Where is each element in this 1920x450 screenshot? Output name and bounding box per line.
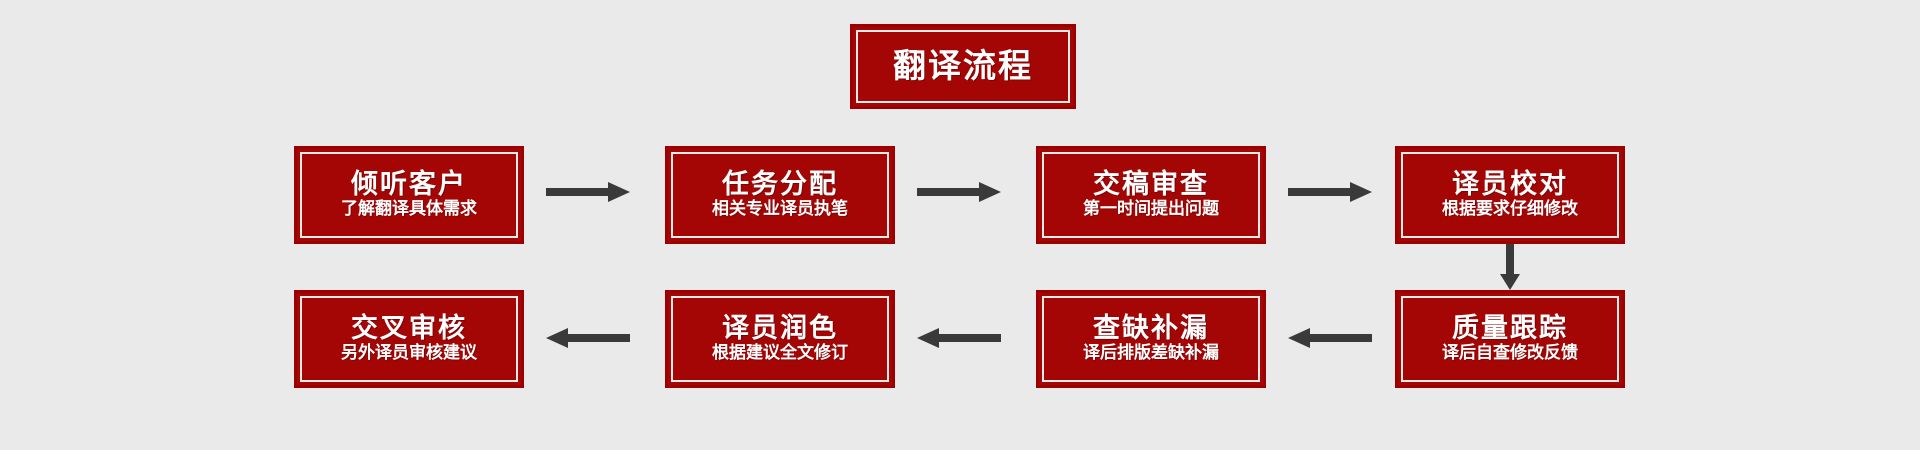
step-5-title: 质量跟踪 [1452, 312, 1568, 344]
step-2-subtitle: 相关专业译员执笔 [712, 199, 848, 220]
step-7-subtitle: 根据建议全文修订 [712, 343, 848, 364]
connector-arrow-right-1 [546, 180, 630, 204]
step-2-title: 任务分配 [722, 168, 838, 200]
step-node-2: 任务分配 相关专业译员执笔 [665, 146, 895, 244]
connector-arrow-right-2 [917, 180, 1001, 204]
connector-arrow-left-2 [917, 326, 1001, 350]
step-node-8: 交叉审核 另外译员审核建议 [294, 290, 524, 388]
connector-arrow-left-3 [546, 326, 630, 350]
step-node-4: 译员校对 根据要求仔细修改 [1395, 146, 1625, 244]
step-node-6: 查缺补漏 译后排版差缺补漏 [1036, 290, 1266, 388]
connector-arrow-down-1 [1498, 244, 1522, 290]
step-6-title: 查缺补漏 [1093, 312, 1209, 344]
page-title: 翻译流程 [893, 46, 1033, 86]
step-8-subtitle: 另外译员审核建议 [341, 343, 477, 364]
step-5-subtitle: 译后自查修改反馈 [1442, 343, 1578, 364]
step-node-5: 质量跟踪 译后自查修改反馈 [1395, 290, 1625, 388]
step-1-subtitle: 了解翻译具体需求 [341, 199, 477, 220]
flowchart-title-box: 翻译流程 [850, 24, 1076, 109]
step-node-1: 倾听客户 了解翻译具体需求 [294, 146, 524, 244]
connector-arrow-right-3 [1288, 180, 1372, 204]
step-1-title: 倾听客户 [351, 168, 467, 200]
step-4-subtitle: 根据要求仔细修改 [1442, 199, 1578, 220]
step-4-title: 译员校对 [1452, 168, 1568, 200]
step-node-3: 交稿审查 第一时间提出问题 [1036, 146, 1266, 244]
step-3-title: 交稿审查 [1093, 168, 1209, 200]
step-node-7: 译员润色 根据建议全文修订 [665, 290, 895, 388]
connector-arrow-left-1 [1288, 326, 1372, 350]
step-3-subtitle: 第一时间提出问题 [1083, 199, 1219, 220]
step-7-title: 译员润色 [722, 312, 838, 344]
step-8-title: 交叉审核 [351, 312, 467, 344]
step-6-subtitle: 译后排版差缺补漏 [1083, 343, 1219, 364]
